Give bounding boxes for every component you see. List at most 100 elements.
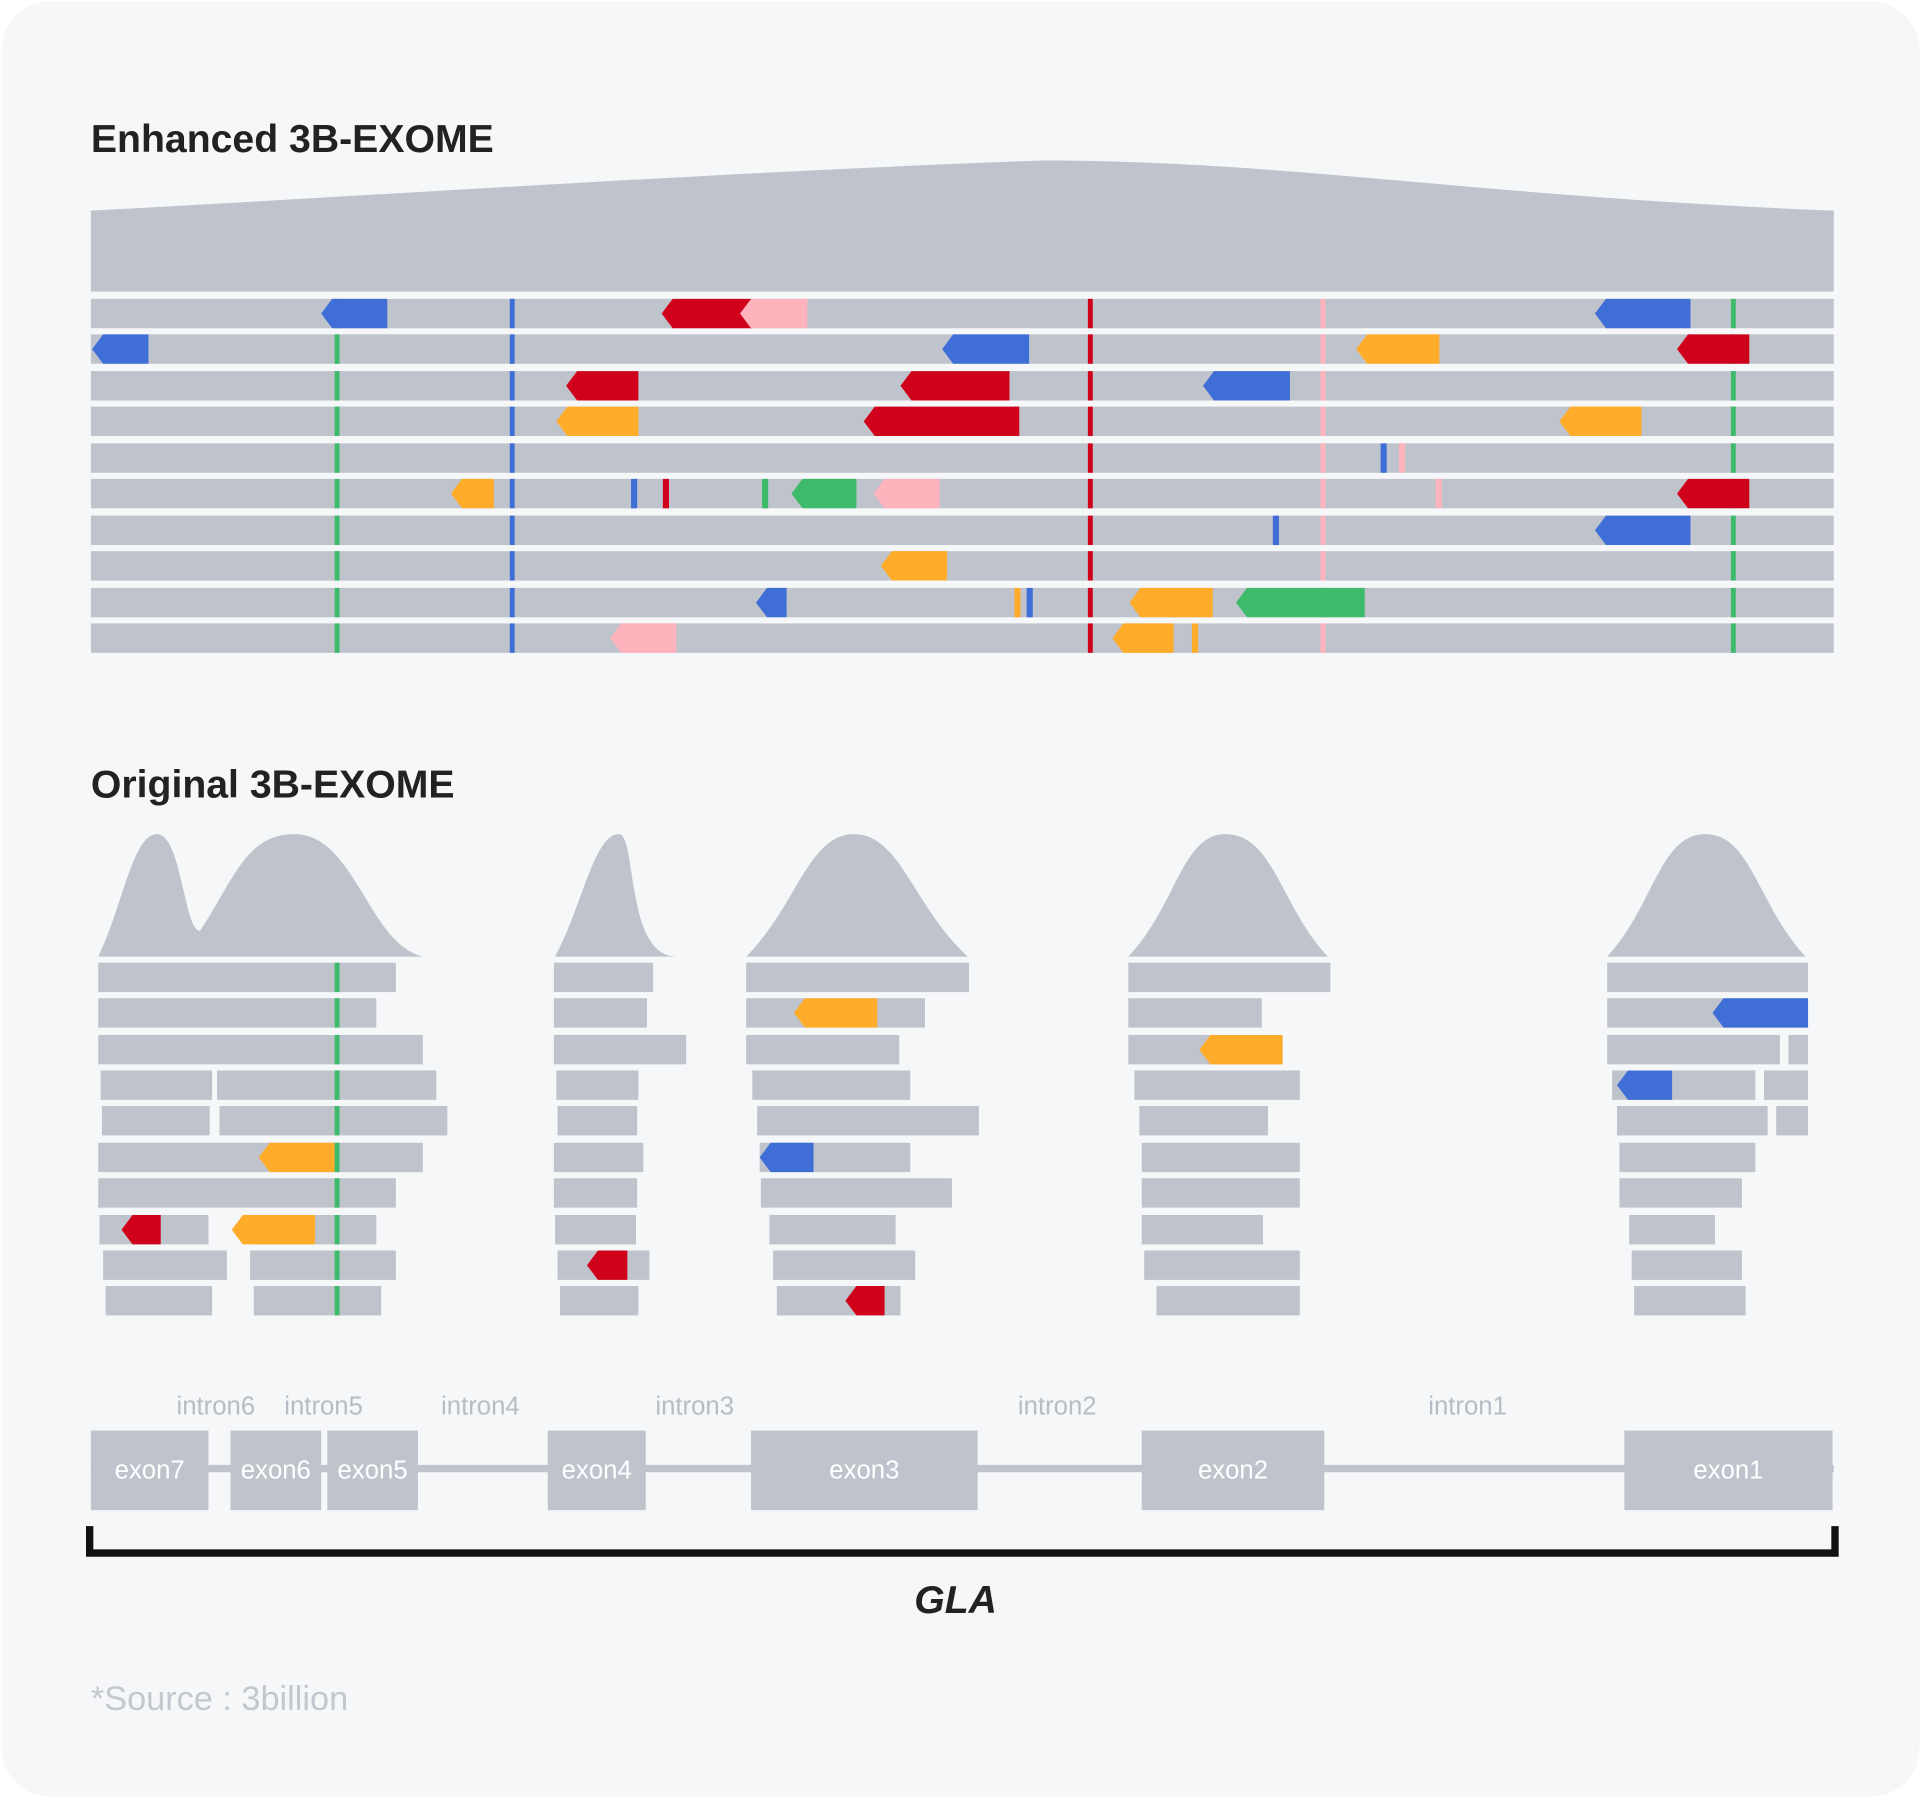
variant-line: [509, 406, 515, 437]
read-row: [90, 587, 1834, 618]
variant-line: [509, 371, 515, 401]
variant-line: [334, 1250, 340, 1280]
variant-mark: [1026, 587, 1033, 618]
variant-line: [1087, 478, 1093, 509]
variant-line: [1730, 443, 1736, 473]
read: [1141, 1178, 1300, 1208]
read: [219, 1105, 448, 1136]
read: [555, 1214, 636, 1245]
variant-line: [509, 623, 515, 653]
variant-mark: [662, 478, 669, 509]
read: [1776, 1105, 1809, 1136]
intron-label: intron2: [1018, 1393, 1097, 1421]
intron-label: intron3: [655, 1393, 734, 1421]
original-title: Original 3B-EXOME: [91, 763, 455, 806]
intron-label: intron4: [441, 1393, 520, 1421]
mismatch-read: [1594, 298, 1691, 329]
mismatch-read: [1236, 587, 1365, 618]
exon-block: [230, 1430, 322, 1511]
read: [1128, 962, 1331, 993]
variant-line: [509, 443, 515, 473]
variant-line: [334, 1142, 340, 1173]
read: [1619, 1178, 1742, 1208]
variant-line: [1320, 406, 1326, 437]
variant-line: [1320, 515, 1326, 546]
mismatch-read: [873, 478, 940, 509]
intron-label: intron1: [1428, 1393, 1507, 1421]
read: [1128, 998, 1262, 1028]
variant-line: [1087, 623, 1093, 653]
variant-mark: [1014, 587, 1021, 618]
read: [760, 1178, 952, 1208]
variant-line: [509, 587, 515, 618]
read: [769, 1214, 896, 1245]
variant-line: [334, 371, 340, 401]
mismatch-read: [450, 478, 494, 509]
mismatch-read: [258, 1142, 335, 1173]
read: [98, 962, 396, 993]
mismatch-read: [661, 298, 753, 329]
read-row: [90, 515, 1834, 546]
read: [98, 1034, 423, 1065]
read: [559, 1286, 639, 1316]
intron-label: intron5: [284, 1393, 363, 1421]
read: [1139, 1105, 1268, 1136]
read: [1616, 1105, 1768, 1136]
mismatch-read: [1677, 334, 1750, 364]
exon-label: exon5: [338, 1456, 408, 1484]
exon-block: [547, 1430, 646, 1511]
variant-mark: [631, 478, 638, 509]
coverage-peak: [555, 834, 677, 957]
mismatch-read: [1203, 371, 1290, 401]
read-row: [90, 443, 1834, 473]
variant-line: [334, 587, 340, 618]
read: [1144, 1250, 1300, 1280]
variant-line: [509, 334, 515, 364]
variant-mark: [1380, 443, 1387, 473]
gene-bracket: [85, 1526, 1839, 1557]
mismatch-read: [1559, 406, 1642, 437]
mismatch-read: [231, 1214, 316, 1245]
read: [1788, 1034, 1809, 1065]
read: [746, 1034, 900, 1065]
variant-line: [334, 1070, 340, 1100]
coverage-peak: [746, 834, 968, 957]
read-row: [90, 478, 1834, 509]
read: [1634, 1286, 1746, 1316]
read: [1763, 1070, 1809, 1100]
read: [1629, 1214, 1715, 1245]
variant-line: [1087, 515, 1093, 546]
read: [98, 998, 377, 1028]
read: [250, 1250, 396, 1280]
read: [103, 1250, 227, 1280]
variant-line: [1087, 443, 1093, 473]
mismatch-read: [900, 371, 1010, 401]
exon-label: exon6: [241, 1456, 311, 1484]
read-row: [90, 623, 1834, 653]
variant-line: [334, 1034, 340, 1065]
read: [1141, 1142, 1300, 1173]
mismatch-read: [791, 478, 857, 509]
source-note: *Source : 3billion: [91, 1680, 348, 1718]
variant-line: [334, 478, 340, 509]
variant-line: [1730, 515, 1736, 546]
variant-line: [1320, 371, 1326, 401]
read: [1156, 1286, 1300, 1316]
variant-line: [1730, 587, 1736, 618]
variant-line: [1730, 406, 1736, 437]
mismatch-read: [1616, 1070, 1673, 1100]
variant-line: [509, 551, 515, 581]
variant-line: [334, 1214, 340, 1245]
mismatch-read: [1129, 587, 1213, 618]
exon-block: [327, 1430, 418, 1511]
read: [752, 1070, 911, 1100]
mismatch-read: [321, 298, 388, 329]
mismatch-read: [793, 998, 878, 1028]
variant-line: [1087, 371, 1093, 401]
variant-mark: [1272, 515, 1279, 546]
mismatch-read: [863, 406, 1020, 437]
variant-line: [1087, 587, 1093, 618]
variant-mark: [762, 478, 769, 509]
read: [1607, 1034, 1780, 1065]
mismatch-read: [845, 1286, 885, 1316]
